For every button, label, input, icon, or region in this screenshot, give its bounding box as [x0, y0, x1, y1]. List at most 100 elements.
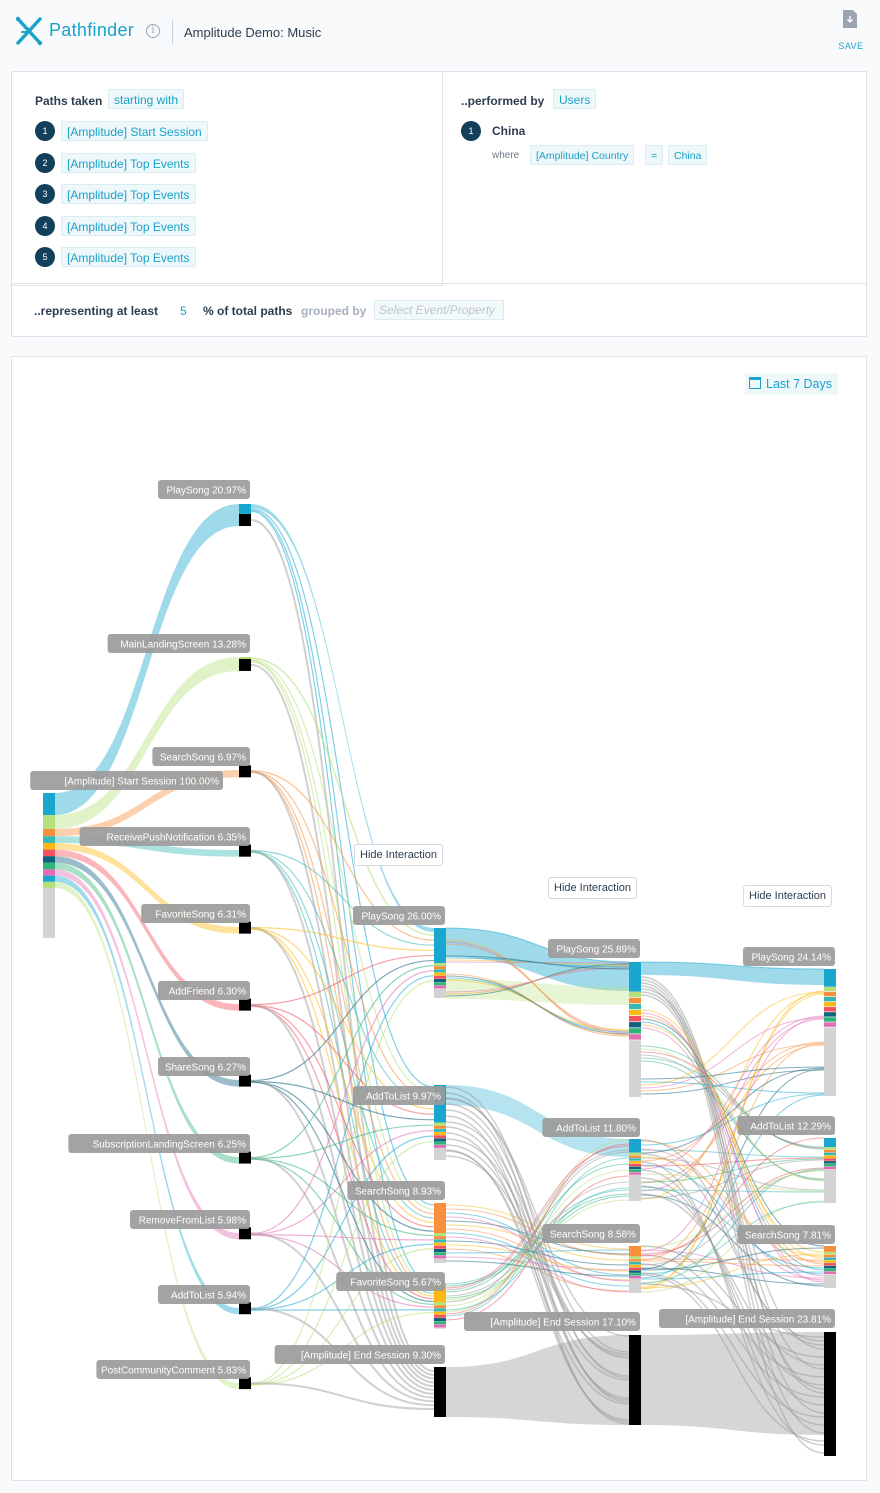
sankey-node-step3-mix[interactable] — [434, 1138, 446, 1142]
sankey-node-step4-mix[interactable] — [629, 1158, 641, 1161]
sankey-node-step5-other[interactable] — [824, 1169, 836, 1204]
segment-property-chip[interactable]: [Amplitude] Country — [530, 145, 635, 165]
sankey-link-step4-end[interactable] — [641, 1332, 824, 1435]
sankey-node-step5-mix[interactable] — [824, 1166, 836, 1170]
sankey-node-step4-mix[interactable] — [629, 1270, 641, 1273]
sankey-node-step5-mix[interactable] — [824, 1254, 836, 1258]
sankey-node-step1[interactable] — [43, 862, 55, 870]
sankey-node-step4-mix[interactable] — [629, 1163, 641, 1167]
sankey-node-step5-mix[interactable] — [824, 1149, 836, 1153]
sankey-node-step5-mix[interactable] — [824, 1161, 836, 1164]
sankey-node-step3-mix[interactable] — [434, 1311, 446, 1315]
sankey-node-step1[interactable] — [43, 836, 55, 843]
sankey-link-step1[interactable] — [55, 842, 239, 934]
sankey-link-step3-end[interactable] — [446, 1335, 629, 1425]
sankey-link-step1[interactable] — [55, 770, 239, 837]
step-event-chip[interactable]: [Amplitude] Start Session — [61, 121, 208, 141]
sankey-node-step3-mix[interactable] — [434, 1144, 446, 1148]
save-button[interactable]: SAVE — [834, 10, 870, 52]
sankey-node-step5-mix[interactable] — [824, 1017, 836, 1022]
sankey-node-step5-mix[interactable] — [824, 1268, 836, 1272]
sankey-node-step3-mix[interactable] — [434, 1318, 446, 1321]
sankey-node-step5-mix[interactable] — [824, 1257, 836, 1260]
sankey-node-step3-mix[interactable] — [434, 975, 446, 979]
sankey-node-step2-end[interactable] — [239, 658, 251, 671]
sankey-node-step4-end[interactable] — [629, 1335, 641, 1425]
sankey-node-step1[interactable] — [43, 793, 55, 816]
sankey-node-step3-mix[interactable] — [434, 1314, 446, 1318]
segment-operator-chip[interactable]: = — [645, 145, 664, 165]
sankey-node-step3-mix[interactable] — [434, 1135, 446, 1139]
sankey-node-step3-mix[interactable] — [434, 1239, 446, 1243]
sankey-node-step4-mix[interactable] — [629, 1256, 641, 1259]
sankey-node-step2-end[interactable] — [239, 998, 251, 1011]
sankey-node-step5-mix[interactable] — [824, 1155, 836, 1159]
sankey-node-step2-end[interactable] — [239, 514, 251, 527]
sankey-node-step5-other[interactable] — [824, 1274, 836, 1288]
step-event-chip[interactable]: [Amplitude] Top Events — [61, 153, 196, 173]
sankey-node-step3-mix[interactable] — [434, 966, 446, 970]
sankey-node-step4-mix[interactable] — [629, 1034, 641, 1040]
sankey-node-step5-end[interactable] — [824, 1332, 836, 1456]
sankey-node-step4-mix[interactable] — [629, 1022, 641, 1028]
sankey-node-step4[interactable] — [629, 1246, 641, 1257]
sankey-node-step4-mix[interactable] — [629, 1267, 641, 1271]
sankey-node-step3[interactable] — [434, 928, 446, 963]
sankey-node-step5-mix[interactable] — [824, 1012, 836, 1017]
sankey-link-step1[interactable] — [55, 869, 239, 1240]
sankey-node-step3-mix[interactable] — [434, 963, 446, 966]
sankey-node-step3-mix[interactable] — [434, 1128, 446, 1132]
sankey-link-step1[interactable] — [55, 875, 239, 1315]
sankey-node-step5-mix[interactable] — [824, 1263, 836, 1266]
info-icon[interactable]: i — [146, 24, 160, 38]
threshold-input[interactable]: 5 — [174, 300, 193, 320]
sankey-node-step4-mix[interactable] — [629, 1275, 641, 1279]
step-event-chip[interactable]: [Amplitude] Top Events — [61, 247, 196, 267]
sankey-node-step4-mix[interactable] — [629, 1166, 641, 1170]
sankey-node-step3-mix[interactable] — [434, 1255, 446, 1259]
sankey-node-step2-end[interactable] — [239, 1151, 251, 1164]
sankey-node-step3-mix[interactable] — [434, 1249, 446, 1252]
sankey-node-step1[interactable] — [43, 828, 55, 837]
sankey-node-step1[interactable] — [43, 869, 55, 876]
sankey-node-step3-mix[interactable] — [434, 1321, 446, 1325]
sankey-node-step2-end[interactable] — [239, 1074, 251, 1087]
sankey-node-step4-mix[interactable] — [629, 1169, 641, 1172]
sankey-node-step3-mix[interactable] — [434, 1305, 446, 1309]
sankey-link-step3[interactable] — [446, 1085, 629, 1157]
starting-with-dropdown[interactable]: starting with — [108, 89, 185, 109]
sankey-node-step5-mix[interactable] — [824, 1022, 836, 1027]
sankey-node-step4-mix[interactable] — [629, 1152, 641, 1156]
sankey-link-step1[interactable] — [55, 504, 239, 816]
sankey-node-step3[interactable] — [434, 1203, 446, 1233]
sankey-node-step4-other[interactable] — [629, 1175, 641, 1201]
sankey-node-step5[interactable] — [824, 969, 836, 987]
sankey-link-step3[interactable] — [446, 928, 629, 991]
sankey-node-step4-mix[interactable] — [629, 997, 641, 1004]
segment-name[interactable]: China — [492, 124, 526, 138]
sankey-node-step4-mix[interactable] — [629, 1259, 641, 1262]
sankey-node-step3-mix[interactable] — [434, 972, 446, 976]
sankey-node-step4-other[interactable] — [629, 1040, 641, 1097]
sankey-node-step3-mix[interactable] — [434, 985, 446, 989]
sankey-node-step5-mix[interactable] — [824, 1251, 836, 1255]
sankey-node-step2-end[interactable] — [239, 765, 251, 778]
sankey-node-step5-mix[interactable] — [824, 1163, 836, 1167]
date-range-button[interactable]: Last 7 Days — [745, 373, 839, 395]
sankey-node-step5-mix[interactable] — [824, 991, 836, 997]
sankey-node-step4-mix[interactable] — [629, 1161, 641, 1164]
sankey-node-step5-other[interactable] — [824, 1027, 836, 1096]
sankey-node-step3-mix[interactable] — [434, 1132, 446, 1136]
sankey-node-step4-mix[interactable] — [629, 1028, 641, 1034]
sankey-node-step3-end[interactable] — [434, 1367, 446, 1417]
sankey-node-step1-other[interactable] — [43, 887, 55, 938]
sankey-node-step1[interactable] — [43, 815, 55, 829]
sankey-node-step1[interactable] — [43, 875, 55, 882]
sankey-node-step4-mix[interactable] — [629, 1003, 641, 1010]
sankey-node-step4-mix[interactable] — [629, 1155, 641, 1158]
sankey-node-step5-mix[interactable] — [824, 1152, 836, 1156]
sankey-node-step4-mix[interactable] — [629, 1273, 641, 1276]
sankey-node-step4-mix[interactable] — [629, 991, 641, 998]
sankey-node-step1[interactable] — [43, 881, 55, 888]
sankey-node-step3-other[interactable] — [434, 1148, 446, 1160]
